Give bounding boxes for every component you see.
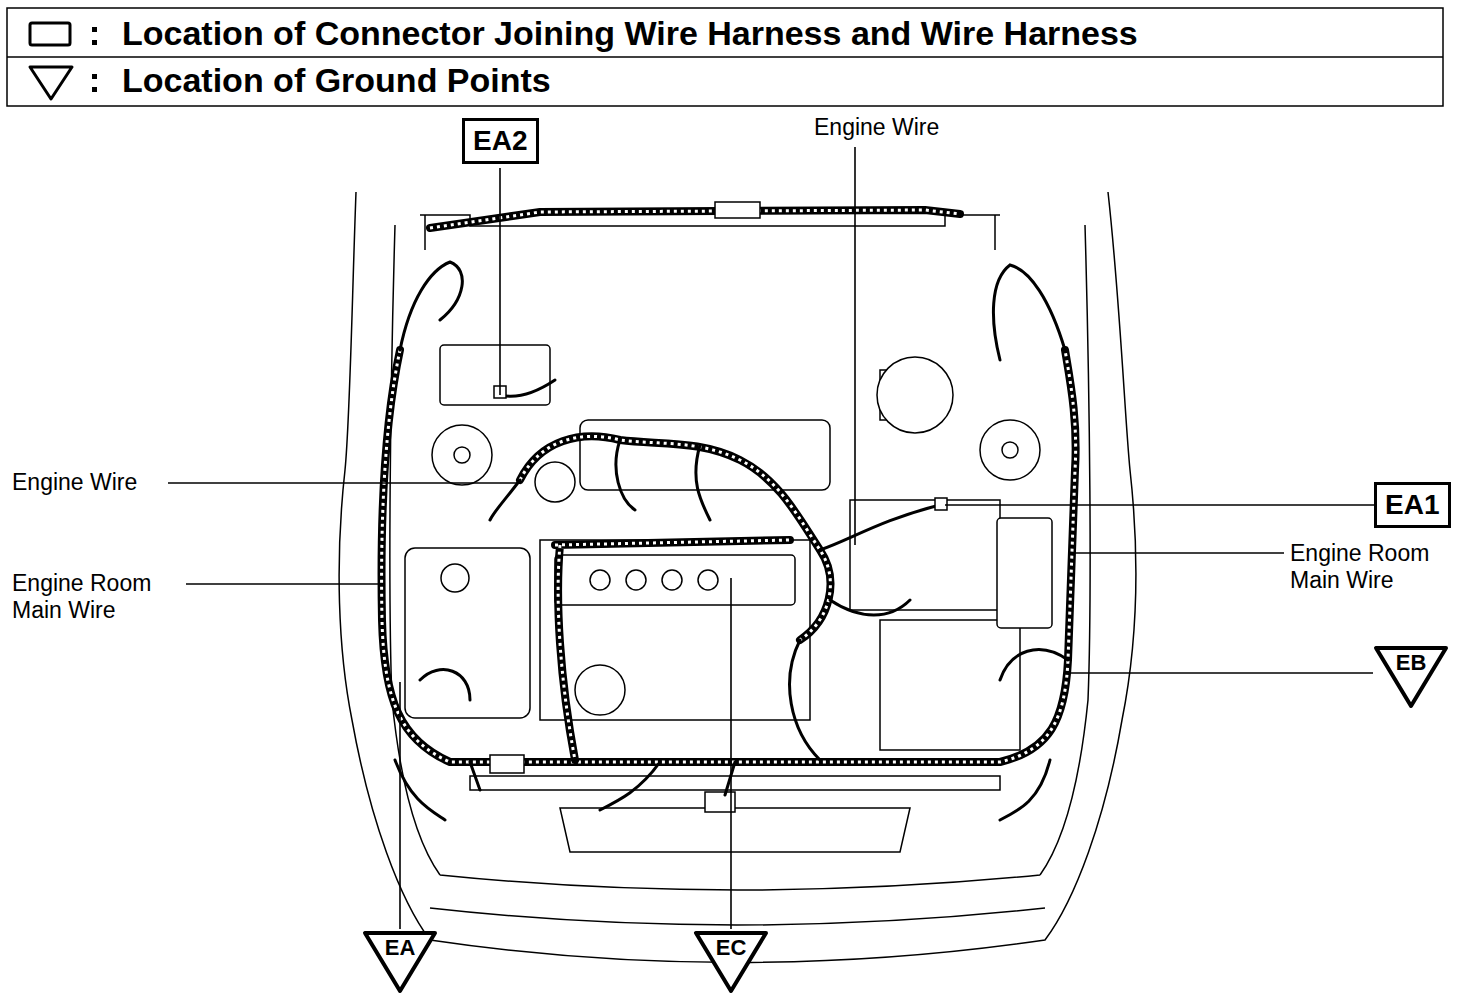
- leader-line: [499, 168, 501, 395]
- car-body-outline: [339, 192, 1136, 963]
- strut-tower: [980, 420, 1040, 480]
- leader-line: [1075, 552, 1284, 554]
- leader-line: [399, 682, 401, 929]
- spark-plug: [590, 570, 610, 590]
- part-label: Engine Wire: [10, 469, 139, 496]
- strut-bolt: [1002, 442, 1018, 458]
- alternator: [575, 665, 625, 715]
- brake-master-cylinder: [877, 357, 953, 433]
- radiator-support: [470, 776, 1000, 790]
- ground-legend-symbol: [30, 67, 72, 99]
- ground-code: EB: [1373, 651, 1449, 675]
- valve-cover: [555, 555, 795, 605]
- leader-line: [1068, 672, 1373, 674]
- engine-room-main-wire-sleeve: [382, 350, 1076, 762]
- leader-line: [854, 147, 856, 545]
- colon-dot: [92, 87, 97, 92]
- harness-connector: [490, 755, 524, 773]
- spark-plug: [626, 570, 646, 590]
- relay-box: [997, 518, 1052, 628]
- colon-dot: [92, 74, 97, 79]
- battery-tray: [880, 620, 1020, 750]
- legend-text: Location of Ground Points: [122, 60, 551, 100]
- part-label: Engine Room Main Wire: [10, 570, 186, 624]
- colon-dot: [92, 27, 97, 32]
- egr-valve: [535, 462, 575, 502]
- legend-divider: [7, 56, 1443, 58]
- part-label: Engine Wire: [812, 114, 941, 141]
- strut-bolt: [454, 447, 470, 463]
- connector-box: EA1: [1374, 482, 1451, 528]
- cowl-wire-sleeve: [430, 210, 960, 228]
- strut-tower: [432, 425, 492, 485]
- leader-lines: [168, 147, 1377, 929]
- ground-code: EC: [693, 936, 769, 960]
- spark-plug: [698, 570, 718, 590]
- air-cleaner: [440, 345, 550, 405]
- engine-room-main-wire: [382, 350, 1076, 762]
- engine-parts: [405, 345, 1052, 812]
- leader-line: [182, 583, 380, 585]
- spark-plug: [662, 570, 682, 590]
- leader-line: [945, 504, 1377, 506]
- colon-dot: [92, 40, 97, 45]
- connector-code: EA2: [473, 124, 527, 158]
- ground-code: EA: [362, 936, 438, 960]
- engine-block: [540, 540, 810, 720]
- legend-text: Location of Connector Joining Wire Harne…: [122, 13, 1138, 53]
- engine-wire: [520, 436, 830, 760]
- ground-point-triangle: EB: [1373, 645, 1449, 709]
- ground-point-triangle: EC: [693, 930, 769, 994]
- legend-frame: [7, 8, 1443, 106]
- reservoir-tank: [405, 548, 530, 718]
- connector-box: EA2: [462, 118, 539, 164]
- cowl-wire: [430, 210, 960, 228]
- engine-wire-sleeve: [520, 436, 830, 760]
- ground-point-triangle: EA: [362, 930, 438, 994]
- harness-connector: [715, 202, 760, 218]
- leader-line: [168, 482, 520, 484]
- connector-code: EA1: [1385, 488, 1439, 522]
- harness-connector: [935, 498, 947, 510]
- battery: [850, 500, 1000, 610]
- wire-harnesses: [382, 202, 1076, 820]
- connector-legend-symbol: [30, 23, 70, 45]
- reservoir-cap: [441, 564, 469, 592]
- leader-line: [730, 578, 732, 929]
- part-label: Engine Room Main Wire: [1288, 540, 1464, 594]
